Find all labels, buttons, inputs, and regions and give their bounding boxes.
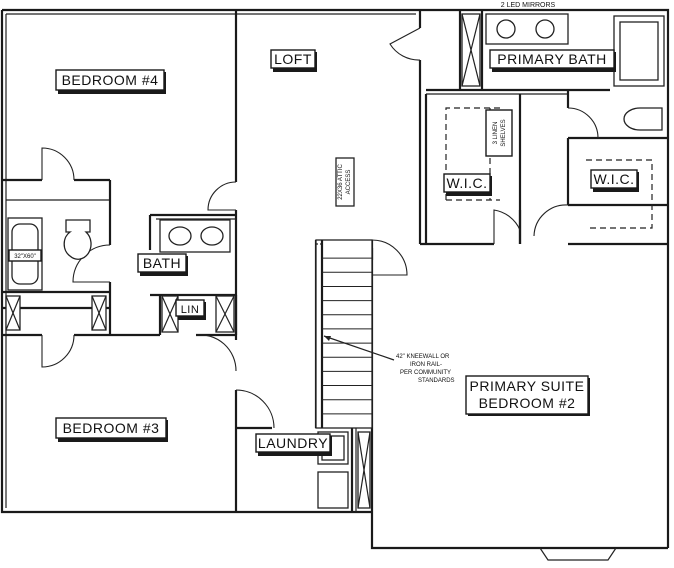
kneewall-leader [323,335,395,361]
svg-text:22X36 ATTIC: 22X36 ATTIC [338,164,344,200]
sink-icon [535,19,555,39]
room-label-primary-suite: PRIMARY SUITE [470,378,585,394]
linen-shelves-note: 3 LINEN SHELVES [493,119,507,146]
toilet-icon [623,107,663,131]
room-label-loft: LOFT [274,51,312,67]
annotations: 2 LED MIRRORS 32"X60" 22X36 ATTIC ACCESS… [8,2,556,384]
sink-icon [200,226,224,246]
room-label-linen: LIN [181,304,200,316]
attic-access-note: 22X36 ATTIC ACCESS [338,164,352,200]
led-mirrors-note: 2 LED MIRRORS [501,2,556,9]
room-label-primary-bath: PRIMARY BATH [497,51,606,67]
room-labels: BEDROOM #4 LOFT PRIMARY BATH W.I.C. W.I.… [55,49,639,456]
svg-text:SHELVES: SHELVES [501,119,507,146]
stair-outline [315,239,373,429]
room-label-bedroom-2: BEDROOM #2 [479,395,576,411]
room-label-bedroom-3: BEDROOM #3 [63,420,160,436]
kneewall-note-3: PER COMMUNITY [400,370,451,376]
shower-pan [619,21,659,81]
sink-icon [168,226,192,246]
kneewall-note-1: 42" KNEEWALL OR [396,354,450,360]
kneewall-note-2: IRON RAIL- [410,362,442,368]
tub-size-note: 32"X60" [14,254,36,260]
dryer-icon [317,471,349,509]
room-label-laundry: LAUNDRY [258,435,328,451]
room-label-wic-right: W.I.C. [593,171,634,187]
staircase[interactable] [315,239,373,429]
room-label-bath: BATH [143,255,181,271]
svg-text:ACCESS: ACCESS [346,170,352,195]
attic-access [335,157,355,207]
toilet-icon [63,219,92,260]
kneewall-note-4: STANDARDS [418,378,455,384]
arrow-icon [324,336,331,341]
sink-icon [496,19,516,39]
svg-text:3 LINEN: 3 LINEN [493,122,499,145]
room-label-bedroom-4: BEDROOM #4 [62,72,159,88]
room-label-wic-left: W.I.C. [446,175,487,191]
doors [41,27,599,429]
bay-window [539,547,617,561]
